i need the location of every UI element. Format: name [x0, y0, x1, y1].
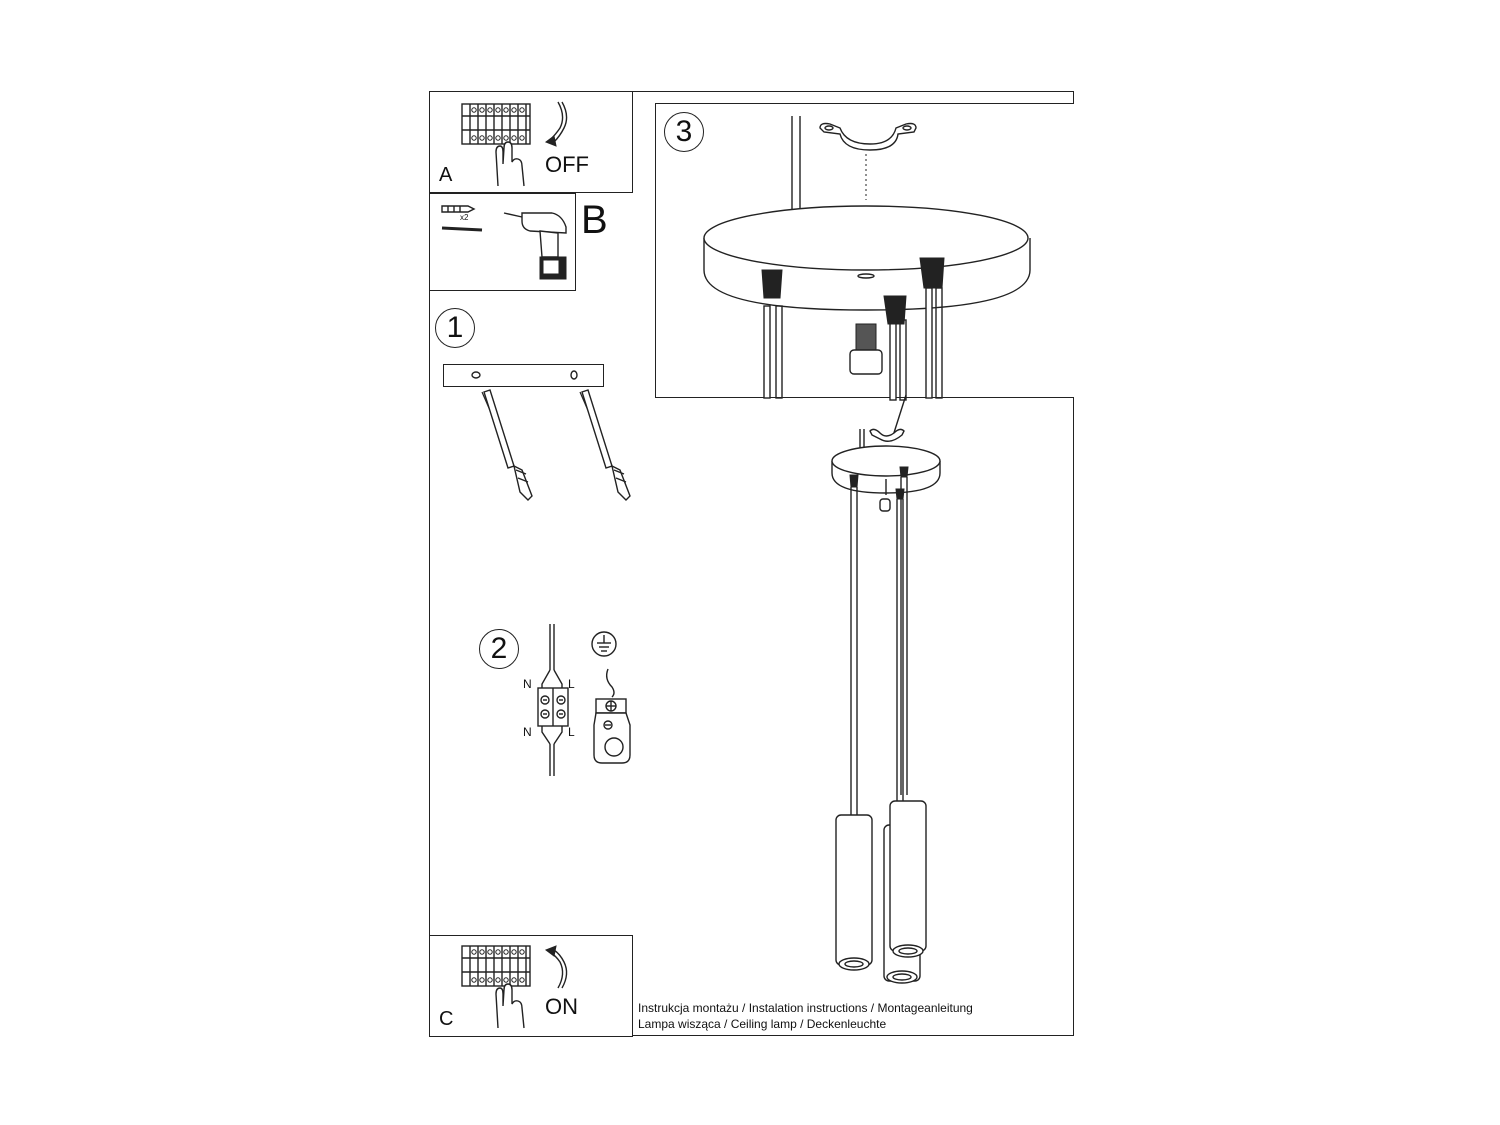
- on-label: ON: [545, 994, 578, 1019]
- caption-line-2: Lampa wisząca / Ceiling lamp / Deckenleu…: [638, 1017, 887, 1031]
- step-3-number: 3: [664, 112, 704, 152]
- step-c-letter: C: [439, 1008, 454, 1030]
- step-a-letter: A: [439, 164, 453, 186]
- pendant-lamp-drawing: [831, 394, 941, 984]
- anchor-count: x2: [460, 213, 469, 222]
- screw-anchor-left-icon: [471, 371, 533, 501]
- terminal-l-top: L: [568, 677, 575, 691]
- ground-symbol-icon: [591, 631, 617, 657]
- step-2-number: 2: [479, 629, 519, 669]
- ground-terminal-icon: [593, 668, 631, 764]
- breaker-panel-icon: [461, 103, 531, 145]
- curved-arrow-down-icon: [544, 101, 568, 147]
- terminal-n-top: N: [523, 677, 532, 691]
- drill-icon: [503, 212, 567, 280]
- ceiling-bracket: [443, 364, 604, 387]
- step-1-number: 1: [435, 308, 475, 348]
- breaker-panel-icon: [461, 945, 531, 987]
- canopy-detail-drawing: [703, 116, 1031, 401]
- hand-icon: [495, 983, 525, 1029]
- caption-line-1: Instrukcja montażu / Instalation instruc…: [638, 1001, 973, 1015]
- off-label: OFF: [545, 152, 589, 177]
- wall-anchor-icon: [441, 205, 483, 232]
- terminal-n-bottom: N: [523, 725, 532, 739]
- hand-icon: [495, 141, 525, 187]
- instruction-sheet: [429, 91, 1074, 1036]
- terminal-l-bottom: L: [568, 725, 575, 739]
- step-b-letter: B: [581, 198, 608, 242]
- wiring-terminal-block: [537, 624, 569, 776]
- curved-arrow-up-icon: [544, 945, 568, 989]
- screw-anchor-right-icon: [570, 370, 631, 501]
- panel-a-power-off: [429, 91, 633, 193]
